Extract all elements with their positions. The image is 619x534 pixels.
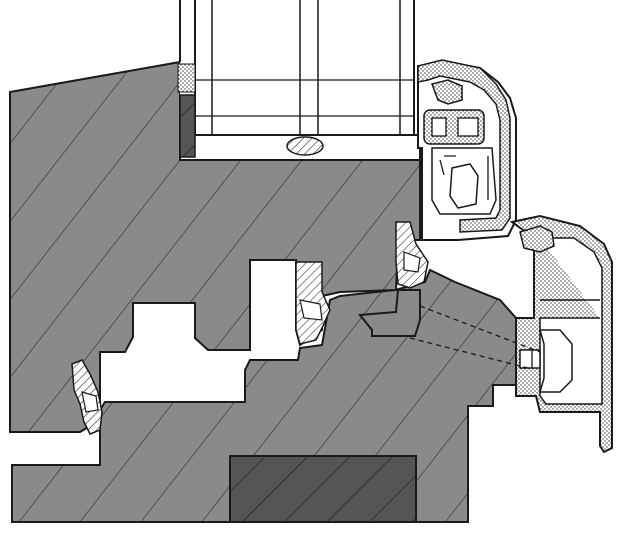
- glazing-unit: [177, 0, 421, 161]
- spacer-seal: [286, 136, 324, 156]
- sash-step: [358, 289, 421, 337]
- gaskets: [71, 221, 429, 435]
- screw-lines: [409, 305, 541, 369]
- aluminium-cladding-upper: [417, 59, 517, 241]
- aluminium-cladding-lower: [509, 214, 613, 454]
- insert-block: [229, 455, 417, 523]
